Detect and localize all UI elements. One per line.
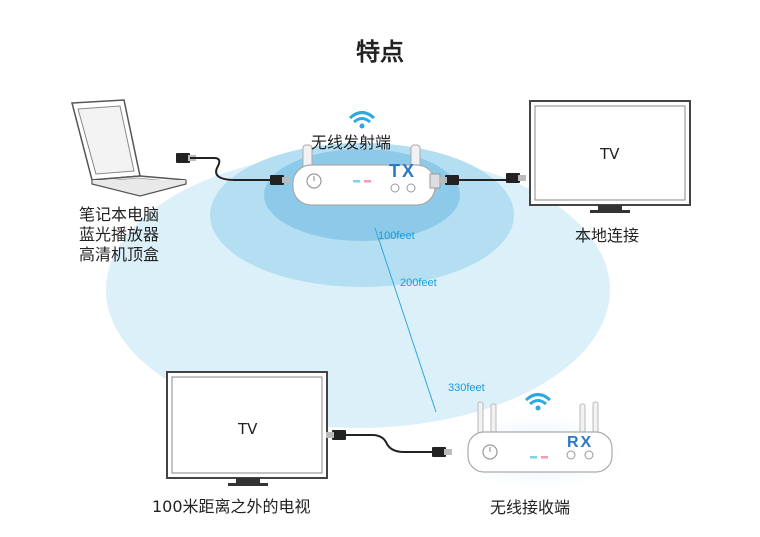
- remote-tv-screen-text: TV: [238, 420, 258, 438]
- receiver-device: [467, 401, 613, 473]
- source-devices-label: 笔记本电脑 蓝光播放器 高清机顶盒: [79, 205, 159, 265]
- local-tv-label: 本地连接: [575, 226, 640, 245]
- receiver-tag: RX: [567, 434, 594, 451]
- distance-200-label: 200feet: [400, 277, 437, 289]
- remote-tv-hdmi-cable: [326, 430, 452, 457]
- source-line-2: 蓝光播放器: [79, 225, 160, 244]
- source-line-1: 笔记本电脑: [79, 205, 160, 224]
- transmitter-tag: TX: [389, 161, 417, 181]
- local-tv-hdmi-cable: [439, 173, 526, 185]
- tx-wifi-icon: [348, 111, 376, 129]
- source-line-3: 高清机顶盒: [79, 245, 160, 264]
- distance-330-label: 330feet: [448, 382, 485, 394]
- distance-100-label: 100feet: [378, 230, 415, 242]
- receiver-label: 无线接收端: [490, 498, 571, 517]
- transmitter-label: 无线发射端: [311, 133, 392, 152]
- remote-tv-label: 100米距离之外的电视: [152, 497, 311, 516]
- rx-wifi-icon: [524, 393, 552, 411]
- remote-tv-icon: [166, 371, 328, 486]
- distance-line: [374, 227, 437, 413]
- local-tv-screen-text: TV: [600, 145, 620, 163]
- transmitter-device: [292, 144, 441, 206]
- local-tv-icon: [529, 100, 691, 213]
- laptop-hdmi-cable: [176, 153, 290, 185]
- page-title: 特点: [356, 38, 404, 66]
- laptop-icon: [71, 99, 187, 197]
